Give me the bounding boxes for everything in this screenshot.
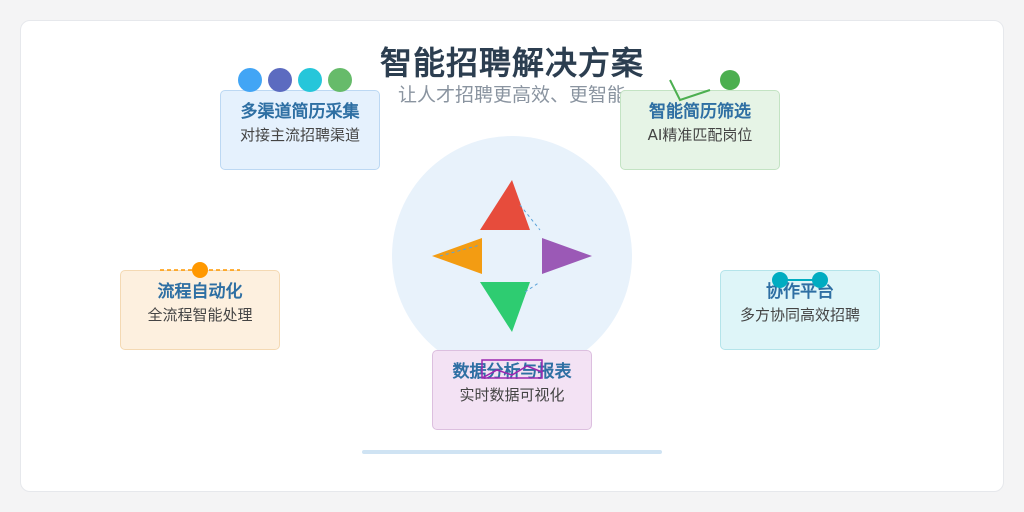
arrow-up-icon: [480, 180, 530, 230]
arrow-left-icon: [432, 238, 482, 274]
collab-node-icon: [812, 272, 828, 288]
module-process-automation: 流程自动化 全流程智能处理: [120, 270, 280, 350]
module-title: 智能简历筛选: [649, 102, 751, 122]
module-desc: 全流程智能处理: [147, 306, 253, 324]
trend-line-icon: [481, 365, 543, 379]
flow-node-icon: [192, 262, 208, 278]
channel-dot-icon: [298, 68, 322, 92]
module-resume-screening: 智能简历筛选 AI精准匹配岗位: [620, 90, 780, 170]
footer-divider: [362, 450, 662, 454]
module-title: 流程自动化: [157, 282, 243, 302]
module-desc: 对接主流招聘渠道: [239, 126, 360, 144]
screening-dot-icon: [720, 70, 740, 90]
module-desc: 实时数据可视化: [459, 386, 565, 404]
hub-dash-connector: [439, 244, 481, 257]
arrow-down-icon: [480, 282, 530, 332]
channel-dot-icon: [328, 68, 352, 92]
module-desc: AI精准匹配岗位: [647, 126, 753, 144]
collab-node-icon: [772, 272, 788, 288]
module-collaboration: 协作平台 多方协同高效招聘: [720, 270, 880, 350]
page-title: 智能招聘解决方案: [379, 44, 644, 82]
check-mark-icon: [669, 79, 711, 102]
module-resume-collection: 多渠道简历采集 对接主流招聘渠道: [220, 90, 380, 170]
module-title: 多渠道简历采集: [240, 102, 360, 122]
chart-frame-icon: [481, 359, 543, 379]
arrow-right-icon: [542, 238, 592, 274]
hub-dash-connector: [519, 204, 541, 231]
module-desc: 多方协同高效招聘: [739, 306, 860, 324]
page-subtitle: 让人才招聘更高效、更智能: [397, 84, 626, 106]
hub-circle: [392, 136, 632, 376]
channel-dot-icon: [268, 68, 292, 92]
channel-dot-icon: [238, 68, 262, 92]
